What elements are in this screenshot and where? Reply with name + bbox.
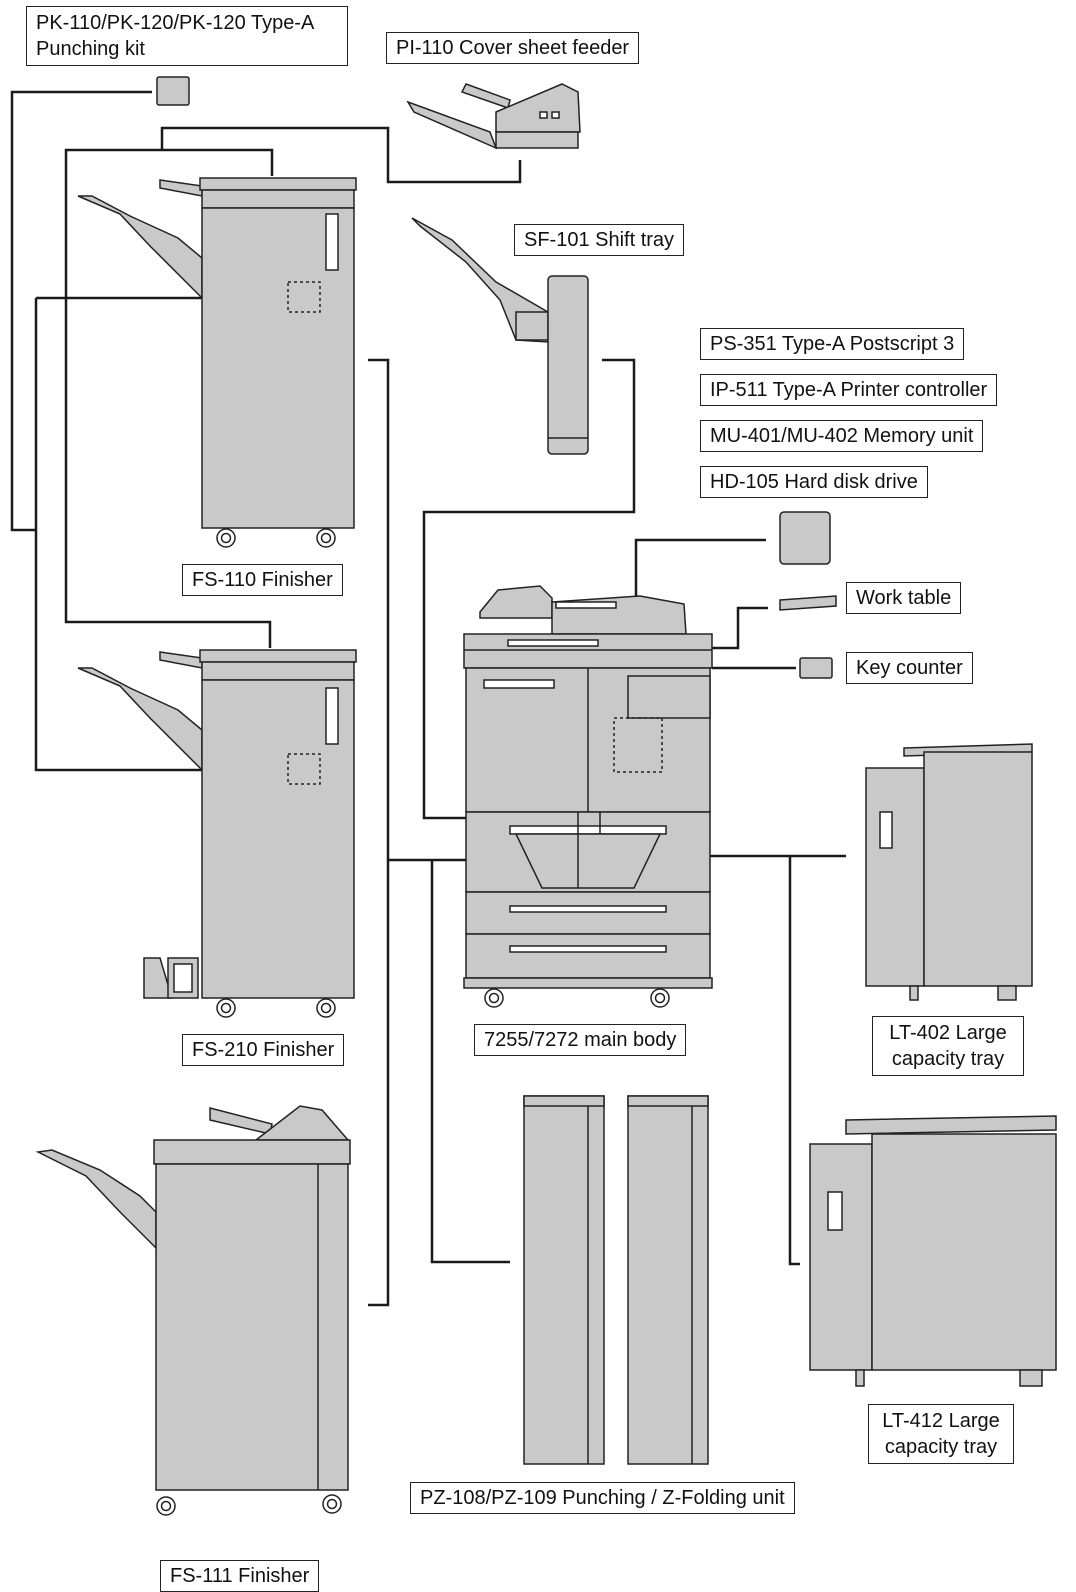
label-punching-kit: PK-110/PK-120/PK-120 Type-A Punching kit	[26, 6, 348, 66]
label-key-counter: Key counter	[846, 652, 973, 684]
pz-units	[523, 1095, 709, 1465]
hard-disk-part	[779, 511, 831, 565]
fs110-finisher	[77, 177, 357, 529]
main-body-unit	[463, 585, 713, 989]
label-printer-controller: IP-511 Type-A Printer controller	[700, 374, 998, 406]
lt412-tray	[809, 1115, 1057, 1387]
label-shift-tray: SF-101 Shift tray	[514, 224, 685, 256]
label-hard-disk: HD-105 Hard disk drive	[700, 466, 928, 498]
label-fs110: FS-110 Finisher	[182, 564, 343, 596]
label-cover-sheet-feeder: PI-110 Cover sheet feeder	[386, 32, 640, 64]
connection-lines	[10, 90, 846, 1307]
fs111-finisher	[35, 1105, 351, 1491]
key-counter-part	[799, 657, 833, 679]
label-fs210: FS-210 Finisher	[182, 1034, 345, 1066]
label-postscript: PS-351 Type-A Postscript 3	[700, 328, 965, 360]
work-table-part	[779, 595, 837, 611]
label-memory-unit: MU-401/MU-402 Memory unit	[700, 420, 984, 452]
label-work-table: Work table	[846, 582, 962, 614]
label-fs111: FS-111 Finisher	[160, 1560, 320, 1592]
punching-kit-part	[156, 76, 190, 106]
label-main-body: 7255/7272 main body	[474, 1024, 687, 1056]
fs210-finisher	[77, 649, 357, 999]
label-lt412: LT-412 Large capacity tray	[868, 1404, 1014, 1464]
shift-tray	[411, 217, 589, 455]
cover-sheet-feeder	[406, 83, 581, 150]
label-pz: PZ-108/PZ-109 Punching / Z-Folding unit	[410, 1482, 795, 1514]
lt402-tray	[865, 743, 1033, 1001]
label-lt402: LT-402 Large capacity tray	[872, 1016, 1024, 1076]
